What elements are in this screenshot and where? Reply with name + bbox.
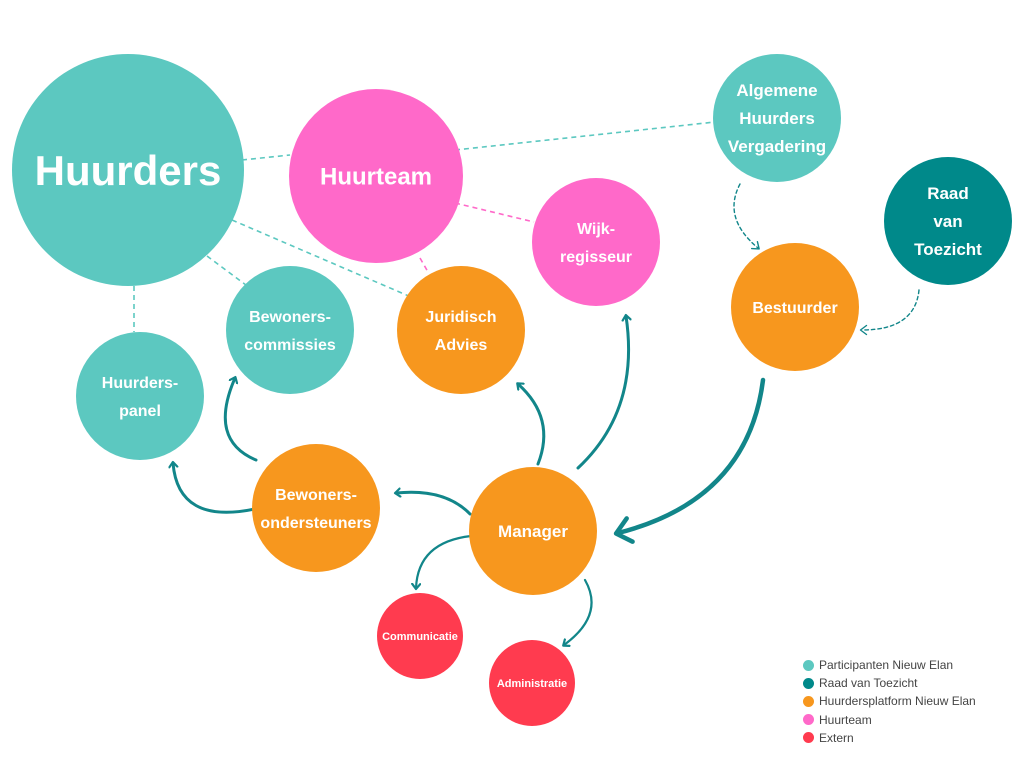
node-administratie-label: Administratie (497, 678, 567, 690)
legend-label: Raad van Toezicht (819, 676, 918, 691)
node-huurderspanel-circle (76, 332, 204, 460)
node-juridisch-label: Juridisch (425, 309, 496, 326)
arrow-layer (173, 183, 920, 645)
node-huurders-label: Huurders (35, 147, 222, 194)
node-administratie-circle (489, 640, 575, 726)
arrow-ahv-bestuurder (733, 183, 760, 250)
node-bewonerscommissies: Bewoners-commissies (226, 266, 354, 394)
connector-huurders-huurteam (241, 154, 291, 161)
node-bewonersondersteuners-label: Bewoners- (275, 487, 357, 504)
arrow-bestuurder-manager (613, 377, 766, 544)
node-wijkregisseur-label: Wijk- (577, 221, 615, 238)
node-bewonerscommissies-label: Bewoners- (249, 309, 331, 326)
legend-swatch (803, 695, 814, 707)
node-bewonerscommissies-circle (226, 266, 354, 394)
connector-layer (133, 121, 716, 332)
connector-huurteam-ahv (454, 121, 716, 151)
node-ahv-label: Huurders (739, 109, 815, 128)
arrow-manager-bewonersondersteuners (396, 492, 472, 516)
arrow-manager-juridisch (518, 384, 546, 466)
node-wijkregisseur-circle (532, 178, 660, 306)
connector-huurders-bewonerscommissies (206, 255, 251, 289)
node-ahv-circle (713, 54, 841, 182)
node-wijkregisseur-label: regisseur (560, 249, 632, 266)
arrow-bewonersondersteuners-bewonerscommissies (223, 378, 258, 462)
legend-item: Huurteam (803, 711, 976, 729)
node-huurderspanel: Huurders-panel (76, 332, 204, 460)
connector-huurders-juridisch (231, 219, 419, 301)
arrow-bewonersondersteuners-huurderspanel (173, 463, 257, 514)
node-bewonersondersteuners-label: ondersteuners (260, 515, 371, 532)
node-raad-label: Toezicht (914, 240, 982, 259)
legend-swatch (803, 732, 814, 744)
arrow-raad-bestuurder (859, 289, 920, 336)
node-bestuurder-circle (731, 243, 859, 371)
legend-item: Participanten Nieuw Elan (803, 656, 976, 674)
legend-label: Extern (819, 730, 854, 745)
connector-huurteam-wijkregisseur (454, 202, 535, 223)
node-communicatie: Communicatie (377, 593, 463, 679)
node-bewonerscommissies-label: commissies (244, 337, 336, 354)
node-juridisch-circle (397, 266, 525, 394)
legend-swatch (803, 659, 814, 671)
legend-swatch (803, 677, 814, 689)
node-bewonersondersteuners-circle (252, 444, 380, 572)
node-huurderspanel-label: panel (119, 403, 161, 420)
node-wijkregisseur: Wijk-regisseur (532, 178, 660, 306)
node-huurteam-circle (289, 89, 463, 263)
legend-item: Huurdersplatform Nieuw Elan (803, 692, 976, 710)
arrow-manager-wijkregisseur (576, 316, 629, 470)
node-raad-circle (884, 157, 1012, 285)
legend-label: Huurteam (819, 712, 872, 727)
node-huurteam-label: Huurteam (320, 164, 432, 191)
node-huurders-circle (12, 54, 244, 286)
node-ahv-label: Algemene (736, 81, 817, 100)
legend-label: Participanten Nieuw Elan (819, 658, 954, 673)
legend-label: Huurdersplatform Nieuw Elan (819, 694, 976, 709)
node-huurderspanel-label: Huurders- (102, 375, 178, 392)
node-manager-label: Manager (498, 522, 568, 541)
node-ahv-label: Vergadering (728, 137, 826, 156)
node-huurteam: Huurteam (289, 89, 463, 263)
node-bestuurder-label: Bestuurder (752, 300, 837, 317)
node-communicatie-circle (377, 593, 463, 679)
node-bestuurder: Bestuurder (731, 243, 859, 371)
legend-item: Raad van Toezicht (803, 674, 976, 692)
node-huurders: Huurders (12, 54, 244, 286)
legend-item: Extern (803, 729, 976, 747)
node-communicatie-label: Communicatie (382, 631, 458, 643)
node-raad-label: Raad (927, 184, 969, 203)
node-bewonersondersteuners: Bewoners-ondersteuners (252, 444, 380, 572)
node-manager: Manager (469, 467, 597, 595)
node-juridisch-label: Advies (435, 337, 488, 354)
legend-swatch (803, 714, 814, 726)
node-manager-circle (469, 467, 597, 595)
node-raad-label: van (933, 212, 962, 231)
connector-huurteam-juridisch (419, 257, 429, 273)
node-administratie: Administratie (489, 640, 575, 726)
arrow-manager-administratie (564, 578, 593, 645)
arrow-manager-communicatie (416, 534, 473, 588)
